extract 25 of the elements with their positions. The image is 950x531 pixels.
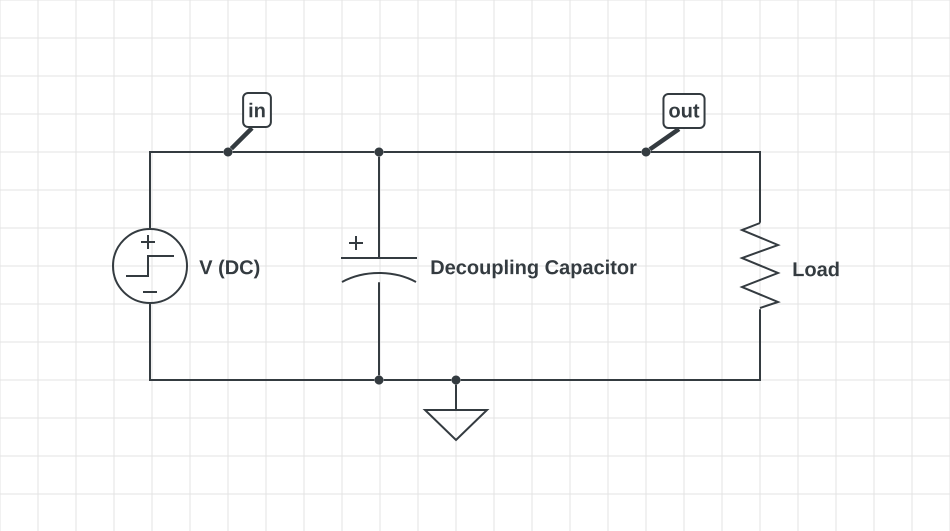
wire — [149, 304, 374, 381]
junction-dot — [642, 148, 650, 156]
wire — [384, 151, 642, 153]
resistor-symbol — [739, 222, 781, 309]
junction-dot — [374, 148, 384, 156]
wire — [378, 282, 380, 376]
net-label: in — [242, 92, 272, 128]
voltage-source — [112, 228, 188, 304]
net-label: out — [662, 93, 706, 129]
capacitor-symbol — [341, 235, 417, 283]
junction-dot — [374, 376, 384, 384]
component-label: V (DC) — [199, 260, 260, 278]
component-label: Load — [794, 262, 839, 276]
leader-line — [230, 126, 254, 150]
junction-dot — [224, 148, 232, 156]
wire — [149, 151, 224, 228]
wire — [455, 384, 457, 410]
wire — [384, 379, 452, 381]
wire — [378, 156, 380, 258]
wire — [460, 309, 761, 381]
wire — [232, 151, 374, 153]
junction-dot — [452, 376, 460, 384]
wire — [650, 151, 761, 223]
component-label: Decoupling Capacitor — [432, 260, 637, 278]
leader-line — [648, 127, 680, 152]
